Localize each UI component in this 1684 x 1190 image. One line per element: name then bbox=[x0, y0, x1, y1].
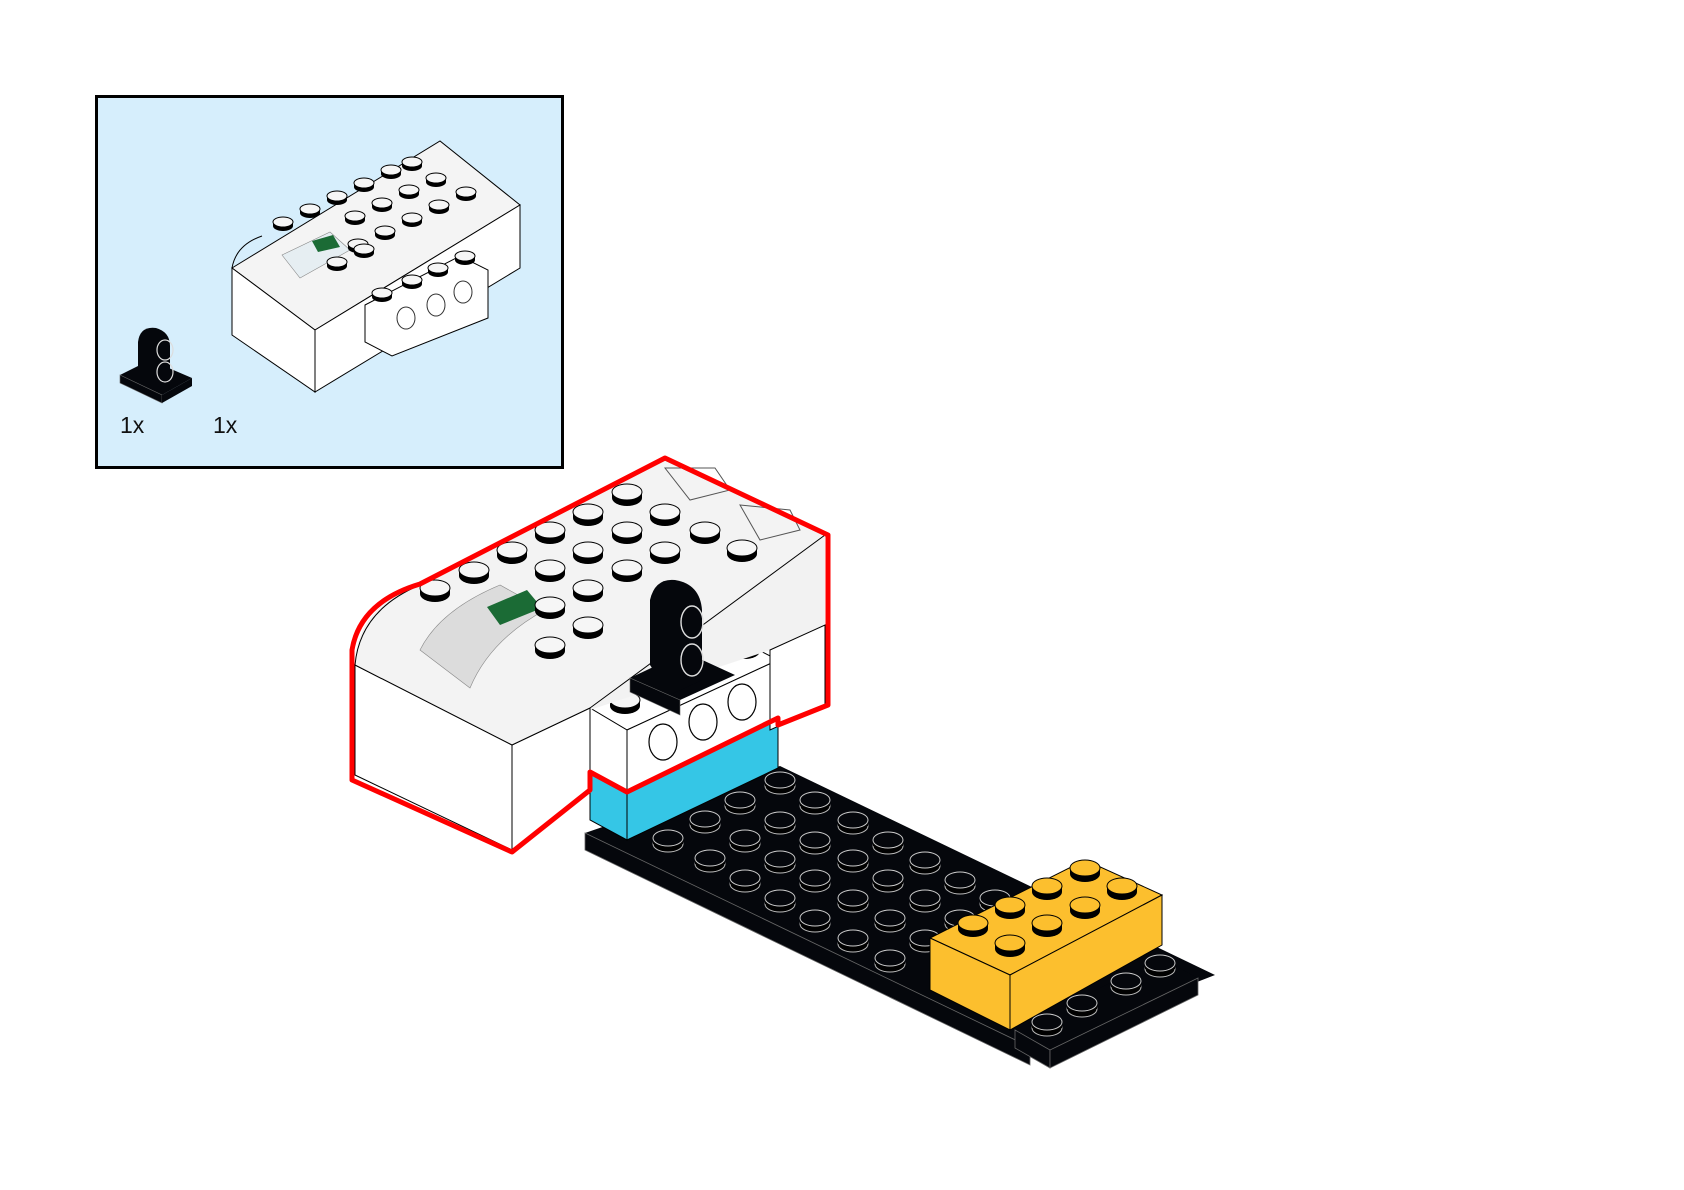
new-part-highlight-outline bbox=[349, 455, 831, 855]
pin-connector-black bbox=[629, 579, 735, 716]
plate-black-end bbox=[1014, 954, 1199, 1069]
brick-azure bbox=[589, 717, 779, 841]
quantity-label-smarthub: 1x bbox=[213, 412, 238, 438]
quantity-label-pin-connector: 1x bbox=[120, 412, 145, 438]
pin-connector-icon bbox=[119, 327, 192, 404]
smarthub-white bbox=[354, 459, 826, 852]
brick-2x4-orange bbox=[928, 859, 1164, 1031]
smarthub-icon bbox=[231, 140, 521, 393]
